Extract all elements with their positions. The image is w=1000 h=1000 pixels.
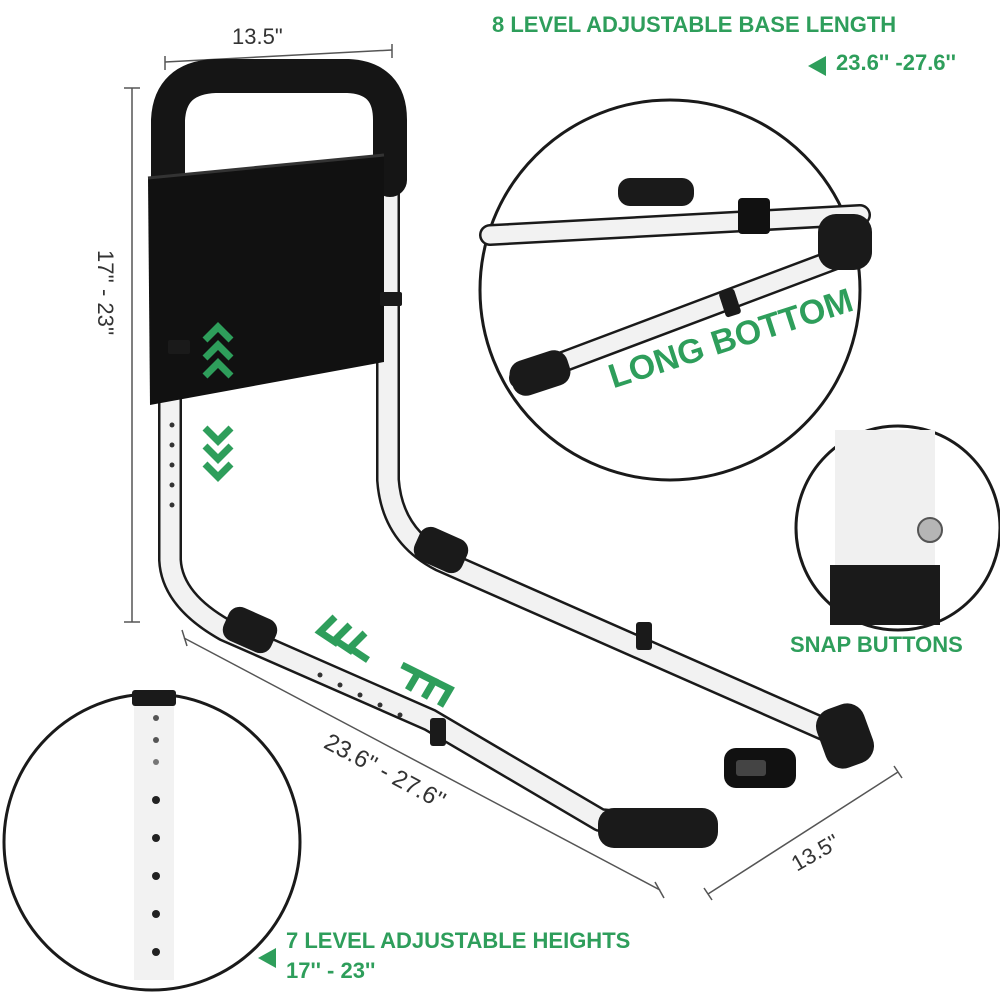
detail-circle-snap	[794, 424, 1000, 632]
adjustment-holes	[169, 422, 403, 718]
dimension-lines	[124, 44, 903, 901]
storage-pocket	[147, 153, 385, 405]
triangle-icon	[258, 948, 276, 968]
strap-buckle	[724, 748, 796, 788]
base-length-title: 8 LEVEL ADJUSTABLE BASE LENGTH	[492, 12, 897, 37]
foam-sleeves	[168, 292, 875, 848]
arrow-icons	[202, 322, 455, 708]
top-width-label: 13.5"	[232, 24, 283, 49]
heights-range: 17'' - 23''	[286, 958, 376, 983]
heights-title: 7 LEVEL ADJUSTABLE HEIGHTS	[286, 928, 631, 953]
detail-circle-holes	[2, 690, 302, 992]
detail-circle-base	[478, 98, 872, 482]
snap-buttons-label: SNAP BUTTONS	[790, 632, 963, 657]
height-range-label: 17'' - 23''	[93, 250, 118, 336]
base-length-range: 23.6'' -27.6''	[836, 50, 957, 75]
triangle-icon	[808, 56, 826, 76]
